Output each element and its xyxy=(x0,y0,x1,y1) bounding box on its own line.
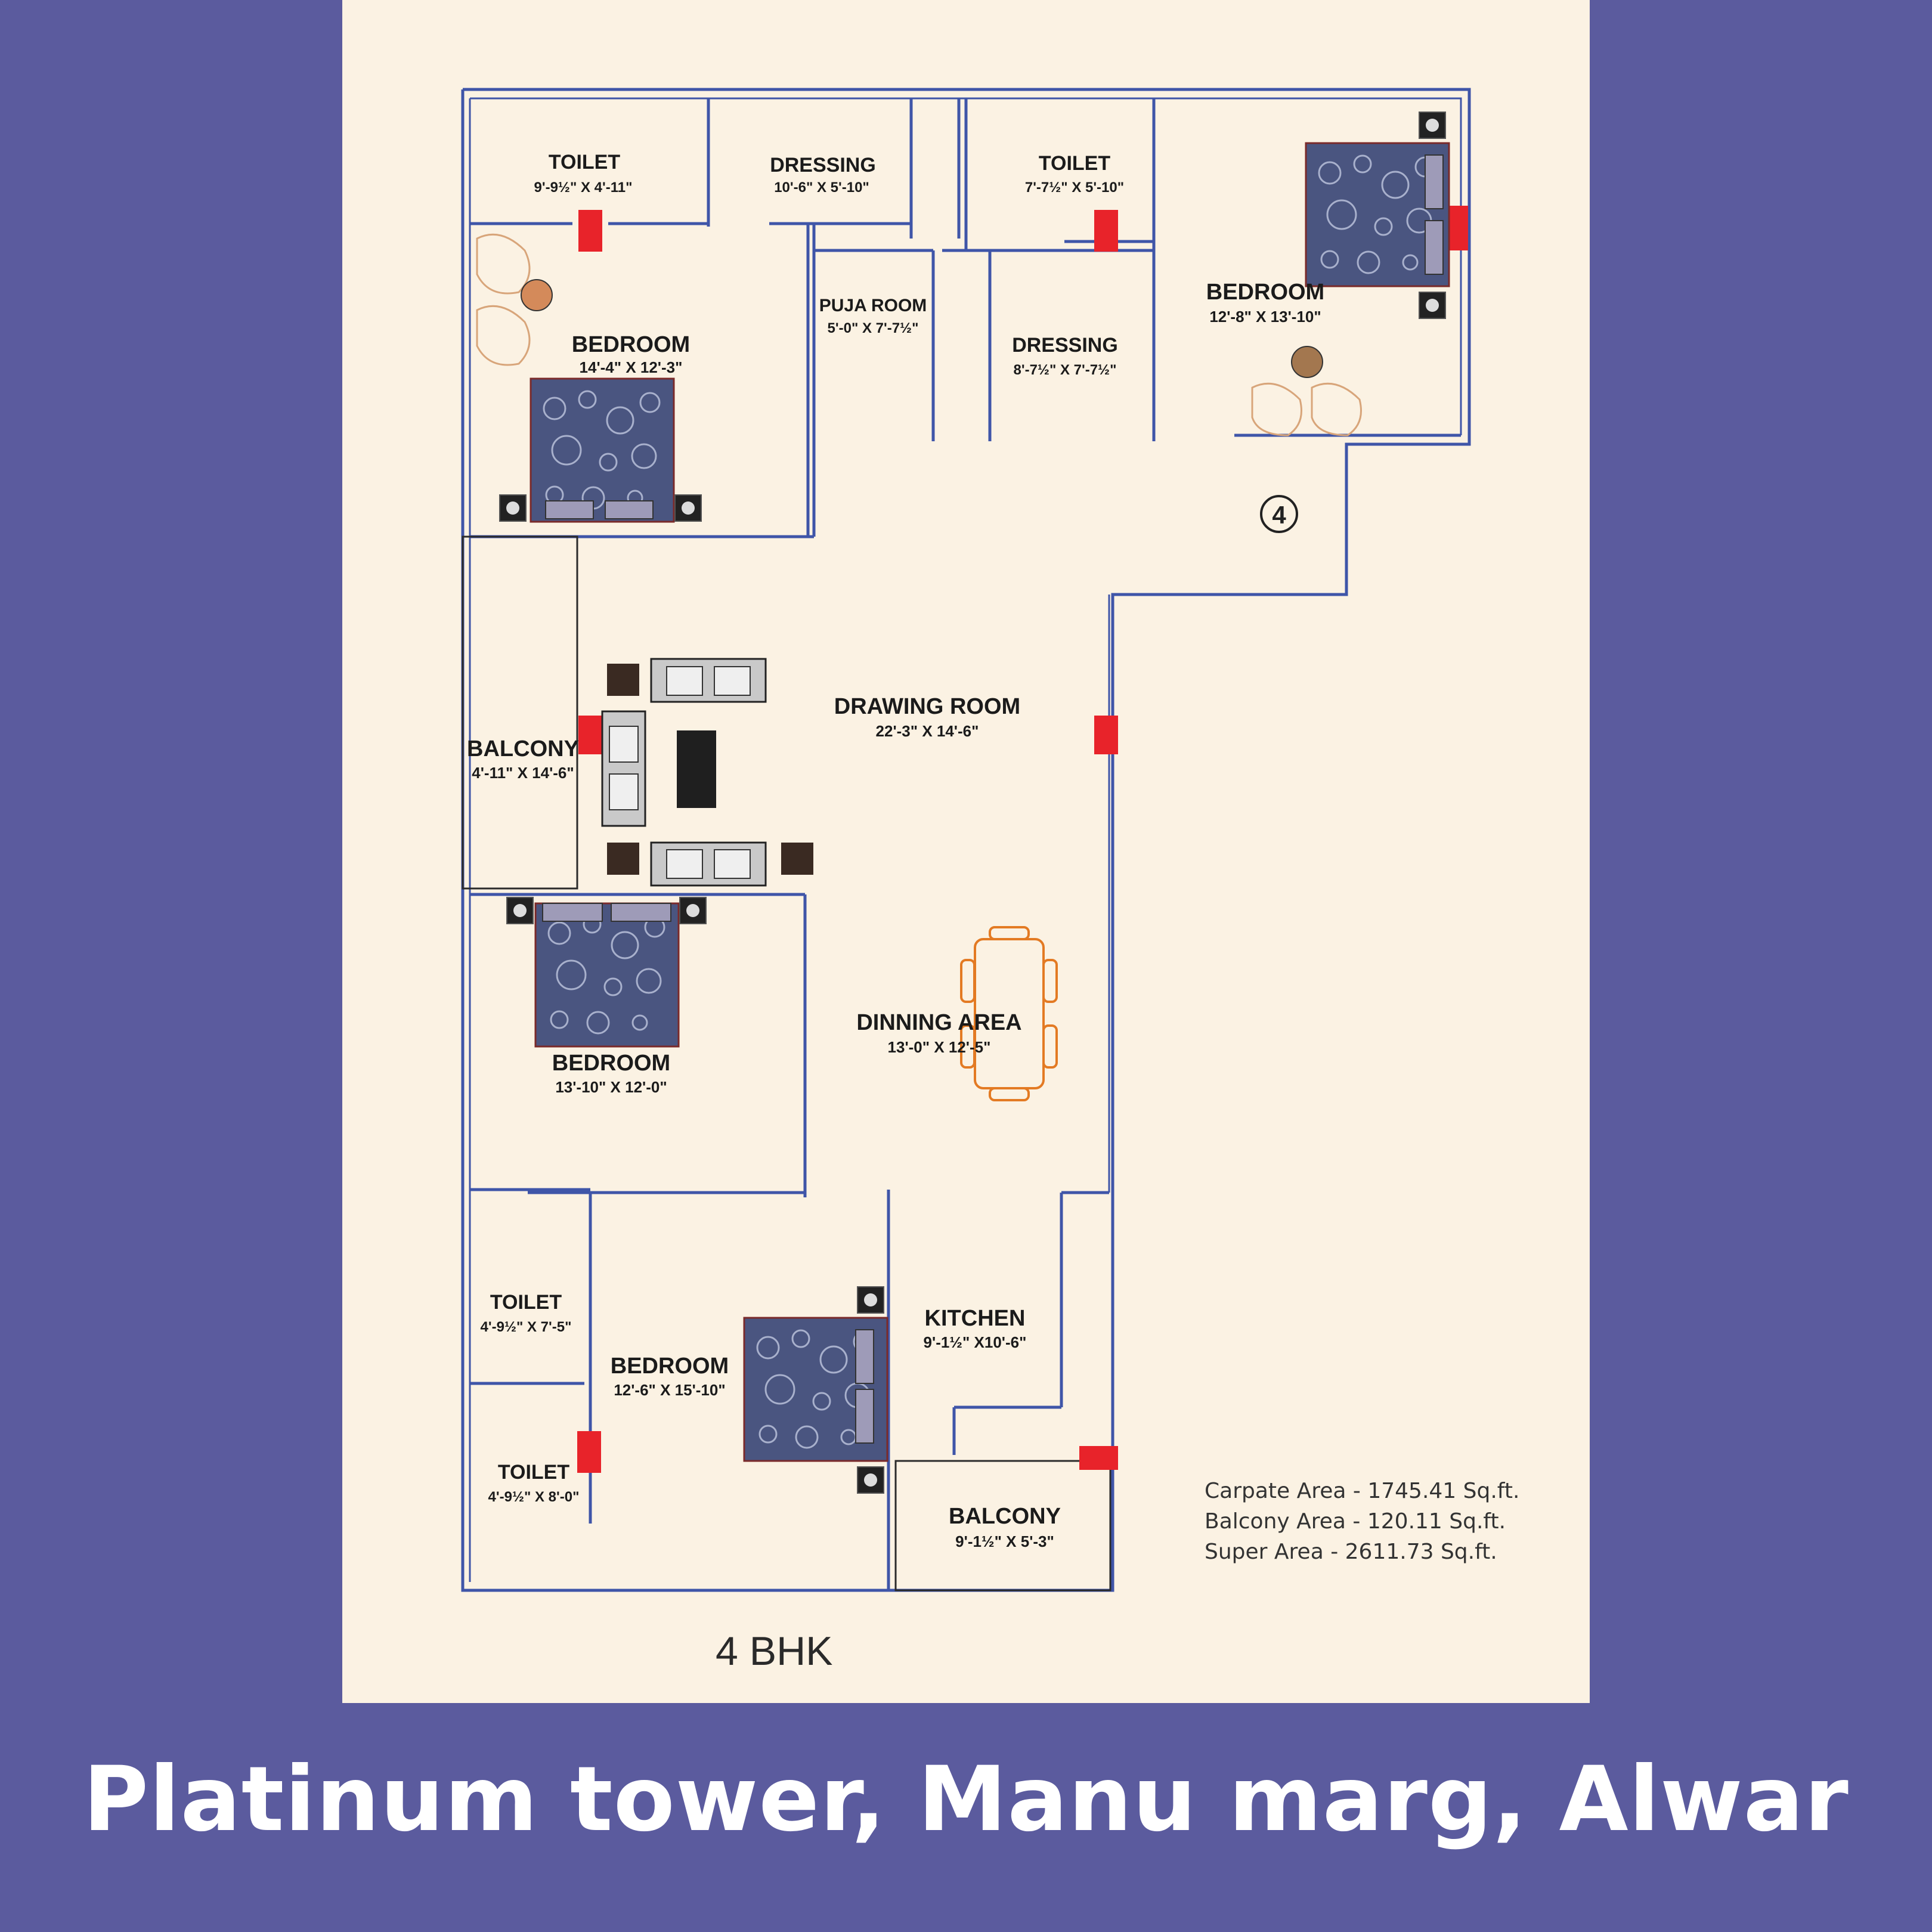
balcony-1-dim: 4'-11" X 14'-6" xyxy=(472,764,574,782)
plan-type-label: 4 BHK xyxy=(716,1628,833,1674)
balcony-2-dim: 9'-1½" X 5'-3" xyxy=(955,1532,1054,1550)
drawing-room-dim: 22'-3" X 14'-6" xyxy=(876,722,979,740)
furniture xyxy=(476,112,1450,1494)
puja-room-name: PUJA ROOM xyxy=(819,296,927,315)
carpet-area: Carpate Area - 1745.41 Sq.ft. xyxy=(1205,1479,1519,1503)
toilet-2-name: TOILET xyxy=(1039,152,1110,175)
area-summary: Carpate Area - 1745.41 Sq.ft. Balcony Ar… xyxy=(1205,1479,1519,1564)
kitchen-dim: 9'-1½" X10'-6" xyxy=(924,1333,1027,1351)
bedroom-4-dim: 12'-8" X 13'-10" xyxy=(1209,308,1321,326)
kitchen-name: KITCHEN xyxy=(925,1306,1026,1331)
project-title: Platinum tower, Manu marg, Alwar xyxy=(83,1748,1849,1852)
toilet-1-name: TOILET xyxy=(549,151,620,174)
bedroom-2-name: BEDROOM xyxy=(552,1051,670,1076)
bedroom-1-name: BEDROOM xyxy=(572,332,690,357)
room-labels: TOILET 9'-9½" X 4'-11" DRESSING 10'-6" X… xyxy=(467,151,1324,1550)
dressing-1-dim: 10'-6" X 5'-10" xyxy=(774,179,869,196)
dining-area-dim: 13'-0" X 12'-5" xyxy=(888,1038,991,1056)
balcony-1-name: BALCONY xyxy=(467,736,579,761)
doors xyxy=(577,206,1468,1473)
dressing-1-name: DRESSING xyxy=(770,154,876,177)
toilet-2-dim: 7'-7½" X 5'-10" xyxy=(1025,179,1124,196)
walls xyxy=(461,88,1471,1592)
bedroom-2-dim: 13'-10" X 12'-0" xyxy=(555,1078,667,1096)
bedroom-3-dim: 12'-6" X 15'-10" xyxy=(614,1381,725,1399)
puja-room-dim: 5'-0" X 7'-7½" xyxy=(828,320,919,336)
toilet-4-name: TOILET xyxy=(498,1461,569,1484)
unit-marker-number: 4 xyxy=(1272,501,1286,529)
drawing-room-name: DRAWING ROOM xyxy=(834,694,1020,719)
bedroom-4-name: BEDROOM xyxy=(1206,280,1324,305)
dressing-2-dim: 8'-7½" X 7'-7½" xyxy=(1014,362,1117,378)
toilet-1-dim: 9'-9½" X 4'-11" xyxy=(534,179,633,196)
dressing-2-name: DRESSING xyxy=(1012,334,1118,357)
balcony-2-name: BALCONY xyxy=(949,1504,1061,1529)
bedroom-1-dim: 14'-4" X 12'-3" xyxy=(580,358,683,376)
balcony-area: Balcony Area - 120.11 Sq.ft. xyxy=(1205,1509,1506,1534)
toilet-3-name: TOILET xyxy=(490,1291,562,1314)
unit-marker: 4 xyxy=(1260,495,1298,533)
toilet-4-dim: 4'-9½" X 8'-0" xyxy=(488,1489,580,1505)
super-area: Super Area - 2611.73 Sq.ft. xyxy=(1205,1540,1497,1564)
toilet-3-dim: 4'-9½" X 7'-5" xyxy=(481,1319,572,1335)
dining-area-name: DINNING AREA xyxy=(856,1010,1021,1035)
footer: Platinum tower, Manu marg, Alwar xyxy=(0,1703,1932,1932)
bedroom-3-name: BEDROOM xyxy=(611,1354,729,1379)
